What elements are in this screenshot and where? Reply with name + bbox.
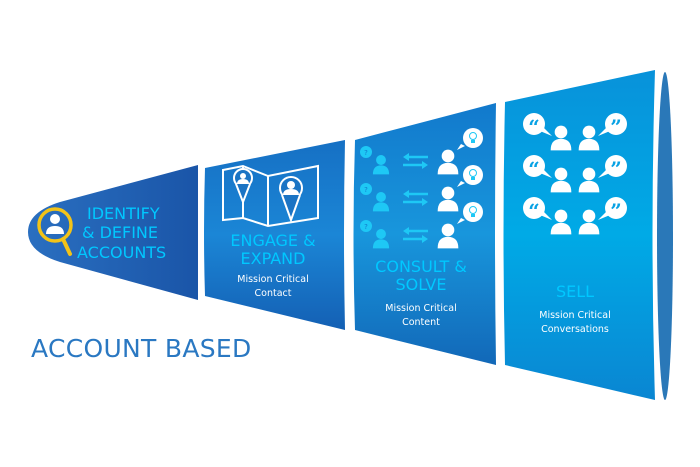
conversation-quotes-icon: “”“”“”: [523, 113, 627, 235]
stage-sell-shape: [503, 70, 655, 400]
stage-engage-title-2: EXPAND: [241, 249, 306, 268]
consult-icon-row: ?: [360, 128, 483, 175]
stage-sell-subtitle-1: Mission Critical: [539, 310, 610, 321]
question-mark: ?: [364, 223, 368, 231]
stage-sell-title: SELL: [556, 282, 594, 301]
question-bubble-icon: ?: [360, 183, 372, 195]
question-bubble-icon: ?: [360, 146, 372, 158]
stage-engage-title-1: ENGAGE &: [230, 231, 315, 250]
conversation-row: “”: [523, 197, 627, 235]
stage-consult-subtitle-2: Content: [402, 317, 440, 328]
close-quote-glyph: ”: [610, 199, 622, 223]
stage-consult-title-1: CONSULT &: [375, 257, 467, 276]
stage-engage-subtitle-1: Mission Critical: [237, 274, 308, 285]
magnifier-user-icon: [37, 207, 73, 256]
lightbulb-bubble-icon: [457, 202, 483, 224]
close-quote-bubble-icon: ”: [598, 155, 627, 181]
open-quote-glyph: “: [528, 115, 540, 139]
stage-identify-shape: [28, 165, 198, 300]
listener-person-icon: [578, 167, 600, 193]
stage-consult-shape: [353, 103, 496, 365]
stage-identify: IDENTIFY & DEFINE ACCOUNTS: [28, 165, 198, 300]
close-quote-bubble-icon: ”: [598, 113, 627, 139]
stage-engage: ENGAGE & EXPAND Mission Critical Contact: [204, 140, 345, 330]
open-quote-bubble-icon: “: [523, 197, 552, 223]
stage-engage-subtitle-2: Contact: [255, 288, 292, 299]
open-quote-bubble-icon: “: [523, 155, 552, 181]
listener-person-icon: [578, 209, 600, 235]
stage-identify-title-2: & DEFINE: [82, 223, 158, 242]
expert-person-icon: [437, 149, 459, 175]
stage-identify-title-3: ACCOUNTS: [77, 243, 166, 262]
speaker-person-icon: [550, 209, 572, 235]
question-mark: ?: [364, 149, 368, 157]
expert-person-icon: [437, 223, 459, 249]
open-quote-bubble-icon: “: [523, 113, 552, 139]
listener-person-icon: [578, 125, 600, 151]
funnel-end-cap: [657, 72, 673, 400]
asker-person-icon: [372, 229, 390, 249]
question-mark: ?: [364, 186, 368, 194]
speaker-person-icon: [550, 167, 572, 193]
asker-person-icon: [372, 192, 390, 212]
consult-icon-row: ?: [360, 165, 483, 212]
exchange-arrows-icon: [403, 227, 428, 243]
exchange-arrows-icon: [403, 190, 428, 206]
conversation-row: “”: [523, 113, 627, 151]
conversation-row: “”: [523, 155, 627, 193]
speaker-person-icon: [550, 125, 572, 151]
stage-sell-subtitle-2: Conversations: [541, 324, 609, 335]
open-quote-glyph: “: [528, 199, 540, 223]
close-quote-bubble-icon: ”: [598, 197, 627, 223]
stage-identify-title-1: IDENTIFY: [87, 204, 160, 223]
expert-person-icon: [437, 186, 459, 212]
close-quote-glyph: ”: [610, 115, 622, 139]
stage-sell: “”“”“” SELL Mission Critical Conversatio…: [503, 70, 655, 400]
diagram-caption: ACCOUNT BASED: [31, 334, 252, 363]
exchange-arrows-icon: [403, 153, 428, 169]
question-bubble-icon: ?: [360, 220, 372, 232]
stage-consult: ??? CONSULT & SOLVE Mission Critical Con…: [353, 103, 496, 365]
open-quote-glyph: “: [528, 157, 540, 181]
stage-consult-title-2: SOLVE: [396, 275, 447, 294]
close-quote-glyph: ”: [610, 157, 622, 181]
lightbulb-bubble-icon: [457, 128, 483, 150]
stage-consult-subtitle-1: Mission Critical: [385, 303, 456, 314]
consult-icon-row: ?: [360, 202, 483, 249]
asker-person-icon: [372, 155, 390, 175]
question-idea-exchange-icon: ???: [360, 128, 483, 249]
lightbulb-bubble-icon: [457, 165, 483, 187]
